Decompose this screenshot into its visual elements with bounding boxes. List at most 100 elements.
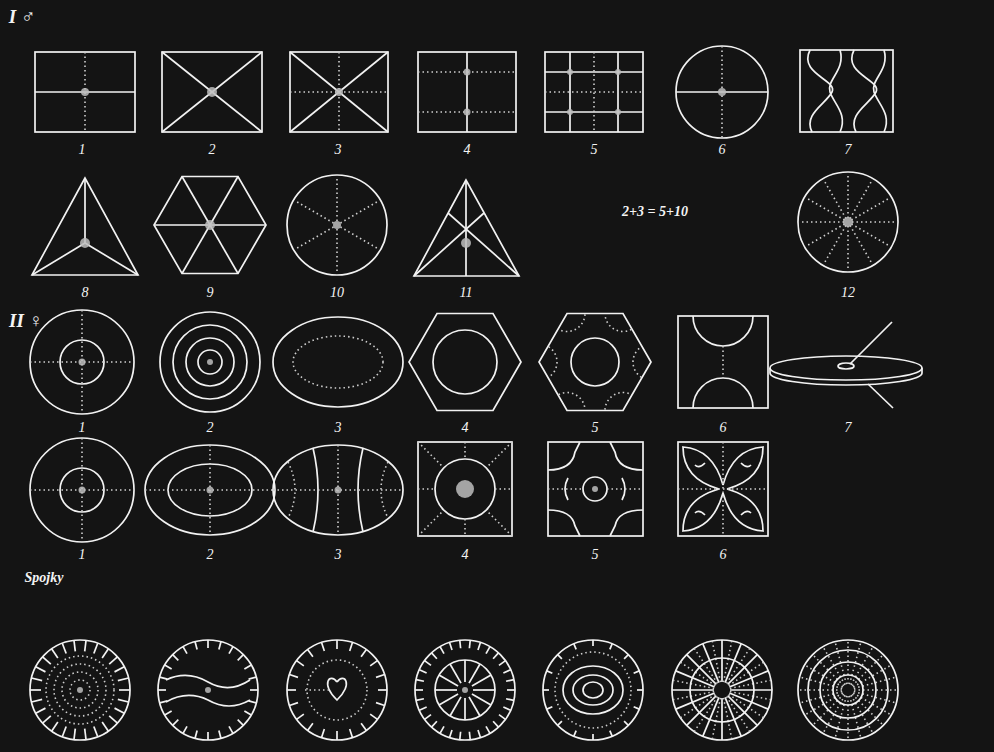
nodal-line <box>459 640 462 648</box>
ellipse-line <box>563 666 623 714</box>
nodal-line <box>425 661 431 666</box>
sand-heap <box>80 238 90 248</box>
nodal-dotted-line <box>678 488 768 490</box>
nodal-line <box>36 708 46 713</box>
nodal-curve <box>559 392 585 409</box>
nodal-line <box>499 715 505 720</box>
figure-number: 5 <box>591 143 598 157</box>
nodal-line <box>182 177 238 274</box>
nodal-line <box>478 730 480 738</box>
nodal-line <box>610 644 612 650</box>
nodal-line <box>478 642 480 650</box>
nodal-line <box>592 640 594 646</box>
nodal-line <box>84 178 86 243</box>
sand-heap <box>615 69 621 75</box>
nodal-dotted-line <box>607 488 643 490</box>
sand-heap <box>462 687 468 693</box>
nodal-line <box>250 689 258 691</box>
nodal-line <box>219 642 221 650</box>
nodal-dotted-line <box>814 656 844 686</box>
nodal-line <box>85 729 86 740</box>
nodal-line <box>361 723 366 730</box>
sand-heap <box>843 217 853 227</box>
nodal-dotted-line <box>336 177 338 221</box>
sand-heap <box>207 487 214 494</box>
figure-number: 9 <box>207 286 214 300</box>
polygon-plate <box>32 178 138 275</box>
nodal-line <box>425 715 431 720</box>
nodal-curve <box>549 347 557 377</box>
nodal-line <box>308 650 313 657</box>
circle-line <box>173 325 247 399</box>
circle-line <box>158 640 258 740</box>
nodal-line <box>435 689 457 691</box>
square-plate <box>418 442 512 536</box>
nodal-curve <box>741 463 751 467</box>
nodal-line <box>162 52 262 132</box>
nodal-line <box>336 640 338 649</box>
figure-number: 6 <box>720 548 727 562</box>
nodal-line <box>543 689 549 691</box>
nodal-dotted-line <box>418 488 435 490</box>
sand-heap <box>456 480 474 498</box>
nodal-curve <box>683 447 723 489</box>
nodal-line <box>469 640 472 648</box>
nodal-dotted-line <box>464 519 466 536</box>
nodal-dotted-line <box>825 225 847 262</box>
nodal-curve <box>605 314 631 331</box>
nodal-dotted-line <box>850 225 872 262</box>
sand-heap <box>79 487 86 494</box>
sand-heap <box>592 486 598 492</box>
nodal-line <box>414 213 484 276</box>
nodal-line <box>469 697 480 716</box>
nodal-line <box>336 731 338 740</box>
nodal-line <box>31 678 42 681</box>
nodal-dotted-line <box>680 694 715 717</box>
circle-line <box>798 640 898 740</box>
nodal-line <box>416 680 424 682</box>
ellipse-line <box>573 675 613 705</box>
dotted-ring <box>307 660 367 720</box>
square-plate <box>800 50 893 132</box>
circle-line <box>543 640 643 740</box>
nodal-dotted-line <box>852 221 895 223</box>
nodal-line <box>119 689 130 691</box>
nodal-line <box>102 722 108 731</box>
nodal-dotted-line <box>486 442 512 468</box>
nodal-dotted-line <box>729 662 764 685</box>
ellipse-line <box>770 356 922 380</box>
figure-number: 5 <box>592 421 599 435</box>
nodal-dotted-line <box>847 226 849 269</box>
nodal-dotted-line <box>305 689 329 691</box>
nodal-line <box>503 707 510 710</box>
nodal-line <box>62 726 66 736</box>
nodal-line <box>592 734 594 740</box>
nodal-line <box>721 640 723 682</box>
nodal-dotted-line <box>680 662 715 685</box>
figure-number: 11 <box>460 286 473 300</box>
nodal-line <box>440 647 444 654</box>
nodal-line <box>322 642 325 651</box>
circle-line <box>198 350 222 374</box>
nodal-line <box>574 644 576 650</box>
figure-number: 12 <box>841 286 855 300</box>
nodal-curve <box>695 463 705 467</box>
nodal-line <box>569 52 571 132</box>
nodal-line <box>30 689 41 691</box>
nodal-line <box>370 661 377 666</box>
nodal-line <box>415 689 423 691</box>
sand-heap <box>335 88 343 96</box>
nodal-line <box>52 722 58 731</box>
nodal-line <box>730 689 772 691</box>
nodal-dotted-line <box>729 694 764 717</box>
nodal-curve <box>693 316 753 346</box>
nodal-curve <box>328 678 347 700</box>
nodal-line <box>469 664 480 683</box>
nodal-dotted-line <box>545 91 643 93</box>
nodal-curve <box>605 392 631 409</box>
nodal-line <box>574 731 576 737</box>
nodal-line <box>238 720 244 726</box>
circle-line <box>186 338 234 386</box>
square-plate <box>162 52 262 132</box>
nodal-line <box>450 730 452 738</box>
